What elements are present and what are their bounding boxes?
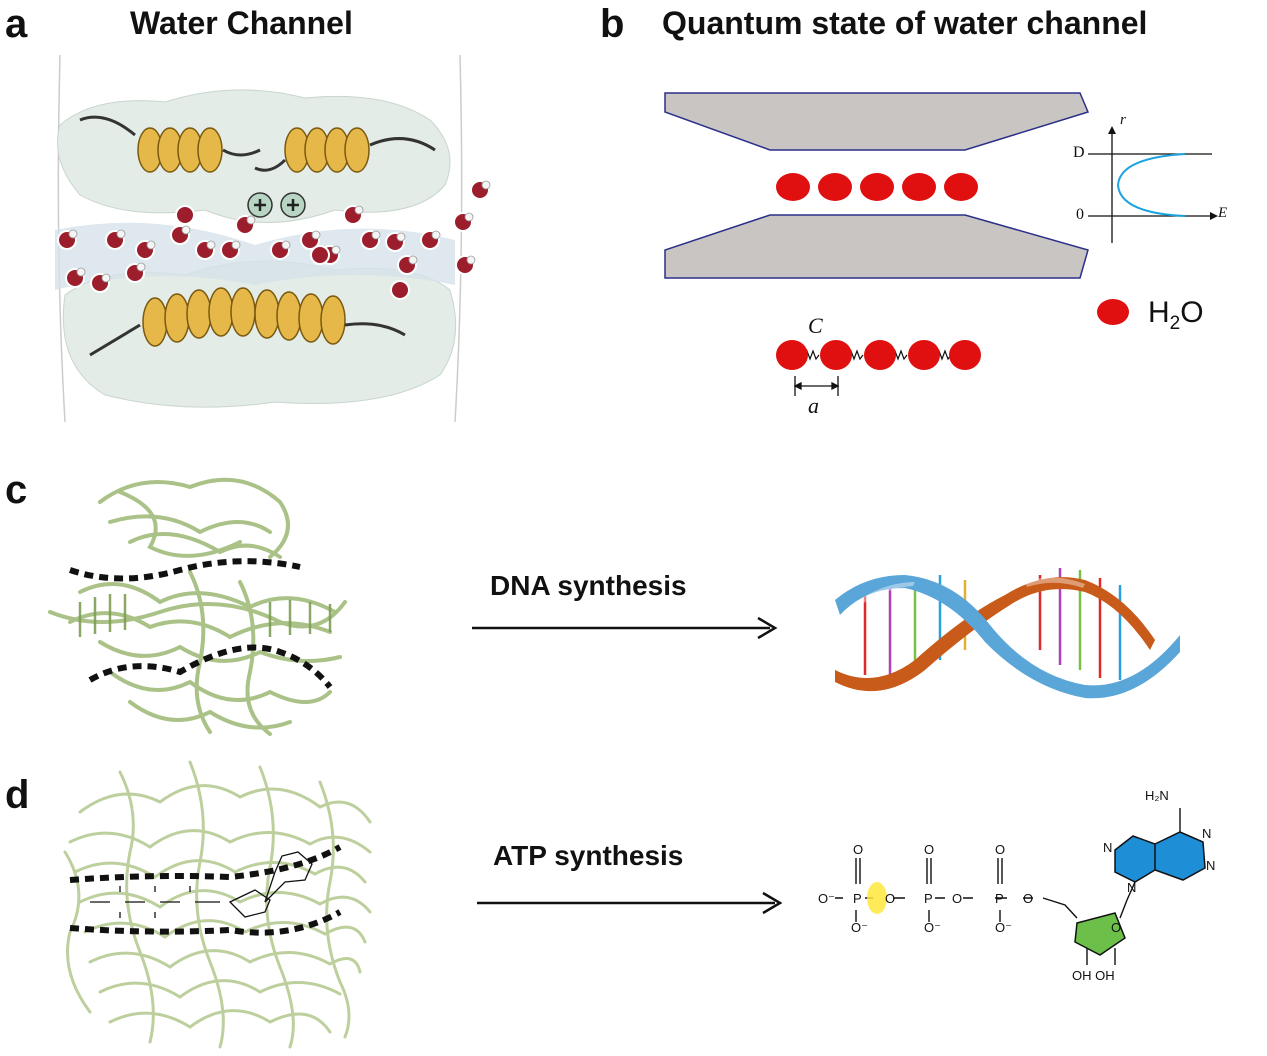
ribose-ring [1074,912,1126,956]
atp-overlay-sketch [90,851,313,918]
svg-text:O: O [1111,920,1121,935]
spring-constant-label: C [808,313,823,338]
dashed-outline-top [69,558,301,582]
dashed-outline-top [69,844,342,883]
dna-synthesis-arrow [472,616,778,640]
svg-text:N: N [1206,858,1215,873]
panel-c-letter: c [5,468,28,512]
svg-text:P: P [853,891,862,906]
panel-b-letter: b [600,2,625,46]
dashed-outline-bottom [69,909,342,936]
panel-b-title: Quantum state of water channel [662,5,1148,41]
h2o-legend-marker [1097,299,1129,325]
atp-synthesis-label: ATP synthesis [493,840,684,871]
helix-top-right [254,127,436,173]
helix-strand-blue [835,575,1180,699]
panel-a-letter: a [5,2,28,46]
svg-text:N: N [1127,880,1136,895]
h2o-legend-label: H2O [1148,296,1204,334]
panel-d-letter: d [5,773,30,817]
svg-text:N: N [1202,826,1211,841]
dna-synthesis-label: DNA synthesis [490,570,687,601]
spacing-marker [793,376,840,396]
e-axis-label: E [1218,205,1228,221]
confined-water-chain [776,173,978,201]
adenine-rings [1114,831,1206,883]
svg-text:O⁻: O⁻ [851,920,868,935]
svg-text:O⁻: O⁻ [995,920,1012,935]
chain-water-beads [776,340,981,370]
helix-strand-orange [835,577,1155,692]
dna-polymerase-structure [48,477,347,736]
svg-text:P: P [924,891,933,906]
tick-d-label: D [1073,144,1085,161]
svg-text:O: O [853,842,863,857]
panel-a-title: Water Channel [130,5,353,41]
svg-text:O: O [952,891,962,906]
hydrolysis-highlight [867,882,887,914]
svg-text:N: N [1103,840,1112,855]
potential-curve [1116,153,1186,217]
protein-envelope-top [57,89,451,223]
svg-text:O: O [995,842,1005,857]
positive-charge-icon [280,192,306,218]
nanochannel-diagram [664,92,1090,279]
helix-top-left [79,115,261,173]
helix-bottom [89,287,406,357]
svg-text:O: O [1023,891,1033,906]
dna-double-helix [835,568,1180,699]
svg-text:OH OH: OH OH [1072,968,1115,983]
channel-wall-bottom [664,214,1089,279]
svg-text:P: P [995,891,1004,906]
atp-synthase-structure [63,760,372,1049]
lattice-spacing-label: a [808,393,819,418]
tick-0-label: 0 [1076,206,1084,223]
svg-text:O⁻: O⁻ [924,920,941,935]
positive-charge-icon [247,192,273,218]
svg-text:H₂N: H₂N [1145,788,1169,803]
potential-plot [1088,126,1218,243]
water-channel-illustration [55,54,491,423]
atp-molecule-structure: O⁻ P O P O P O O O O O⁻ O⁻ O⁻ O N N N N … [818,788,1215,983]
r-axis-label: r [1120,112,1126,128]
channel-lumen [55,222,455,290]
atp-synthesis-arrow [477,891,783,915]
svg-text:O⁻: O⁻ [818,891,835,906]
channel-wall-top [664,92,1090,151]
water-hydrogens [68,180,491,283]
svg-text:O: O [885,891,895,906]
spring-chain-model [776,340,981,396]
svg-text:O: O [924,842,934,857]
dashed-outline-bottom [88,644,333,689]
